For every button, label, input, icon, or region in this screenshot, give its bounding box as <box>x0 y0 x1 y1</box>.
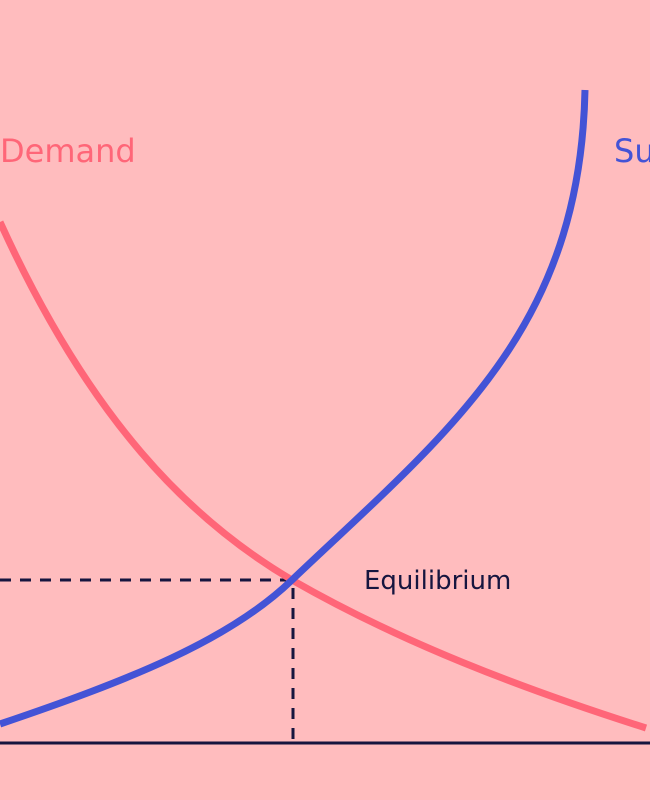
supply-curve <box>0 89 589 728</box>
demand-label: Demand <box>0 132 136 170</box>
demand-curve <box>0 220 648 732</box>
supply-label: Su <box>614 132 650 170</box>
equilibrium-label: Equilibrium <box>364 566 511 596</box>
